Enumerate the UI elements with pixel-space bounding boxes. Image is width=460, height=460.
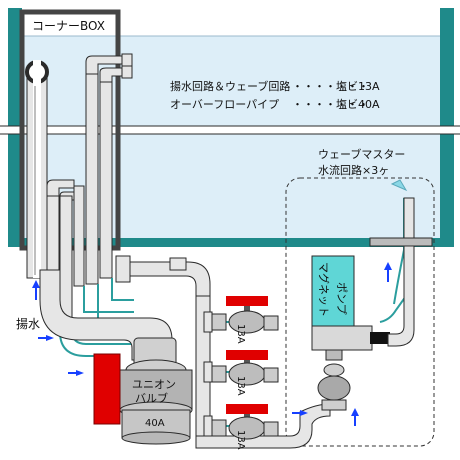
union-valve-label-2: バルブ: [135, 391, 168, 405]
water-circuit-label: 水流回路×3ヶ: [318, 163, 389, 177]
flow-arrows: [32, 262, 392, 426]
elbow-low-a: [46, 179, 75, 197]
spec-line1-right: 塩ビ13A: [336, 79, 380, 93]
valve-2-handle: [226, 350, 268, 360]
ball-valve-1: 13A: [211, 296, 279, 344]
wave-master-label: ウェーブマスター: [318, 147, 405, 161]
valve-1-size: 13A: [235, 324, 246, 344]
hose-pump-out: [379, 295, 407, 323]
spec-line2-right: 塩ビ40A: [336, 97, 380, 111]
valve-3-body: [228, 416, 266, 440]
valve-2-size: 13A: [235, 376, 246, 396]
flow-arrow-up-left-1: [32, 280, 40, 300]
cutaway-gap: [0, 126, 460, 134]
elbow-top-a: [85, 55, 131, 75]
flow-arrow-up-inlet: [351, 408, 359, 426]
pump-inlet: [325, 349, 343, 361]
flow-arrow-right-2: [68, 370, 84, 376]
ball-valve-2: 13A: [211, 350, 279, 396]
manifold-bottom-run: [195, 403, 331, 449]
tee-3: [203, 415, 213, 437]
elbow-cap-b: [121, 65, 133, 79]
elbow-low-b: [59, 191, 75, 201]
magnet-pump: マグネット ポンプ: [311, 255, 390, 361]
inlet-valve-body: [317, 375, 351, 401]
tank-bottom: [8, 238, 454, 247]
pump-label-right: ポンプ: [335, 282, 348, 315]
union-valve: ユニオン バルブ 40A: [93, 337, 193, 445]
valve-1-nut-right: [263, 315, 279, 331]
overflow-pipe-bore: [33, 60, 41, 278]
flow-arrow-up-riser: [384, 262, 392, 282]
pump-outlet-coupler: [370, 332, 390, 344]
pump-label-left: マグネット: [317, 262, 331, 317]
hose-e: [111, 278, 134, 301]
valve-2-nut-left: [211, 365, 227, 383]
lift-water-label: 揚水: [16, 317, 40, 331]
hose-d: [97, 284, 134, 321]
ball-valve-3: 13A: [211, 404, 279, 450]
flow-arrow-right-1: [38, 335, 54, 341]
valve-3-nut-right: [263, 421, 279, 437]
bulkhead-plate: [369, 237, 433, 247]
spec-line1-left: 揚水回路＆ウェーブ回路: [170, 79, 290, 93]
valve-3-nut-left: [211, 419, 227, 437]
inlet-valve-top: [323, 363, 345, 377]
elbow-cap-a: [121, 53, 133, 67]
return-pipe-c: [73, 185, 85, 287]
union-valve-label-1: ユニオン: [132, 378, 176, 391]
manifold-coupler: [115, 255, 131, 283]
return-riser: [387, 197, 415, 347]
tee-2: [203, 361, 213, 383]
valve-1-nut-left: [211, 313, 227, 331]
spec-line2-dots: ・・・・・・・: [292, 98, 369, 111]
inlet-valve-bottom: [321, 399, 347, 411]
union-valve-base-rim: [121, 431, 191, 445]
pipe-spec-labels: 揚水回路＆ウェーブ回路 ・・・・・・・ 塩ビ13A オーバーフローパイプ ・・・…: [170, 79, 380, 111]
tee-1: [203, 311, 213, 333]
return-pipe-e: [99, 81, 113, 279]
valve-2-nut-right: [263, 367, 279, 383]
spec-line2-left: オーバーフローパイプ: [170, 98, 279, 111]
pump-return-pipe: [369, 179, 433, 347]
valve-2-body: [228, 362, 266, 386]
return-nozzle: [390, 179, 408, 192]
valve-1-handle: [226, 296, 268, 306]
union-valve-handle: [93, 353, 121, 425]
hose-c: [83, 286, 134, 313]
flow-arrow-right-3: [292, 410, 308, 416]
pump-inlet-valve: [317, 363, 351, 411]
tank-water: [22, 36, 440, 246]
corner-box-label: コーナーBOX: [32, 19, 105, 33]
valve-3-handle: [226, 404, 268, 414]
pump-body: [311, 255, 355, 327]
return-pipe-d: [85, 73, 99, 285]
pump-base: [311, 325, 373, 351]
manifold-tee-1: [169, 257, 187, 271]
valve-1-body: [228, 310, 266, 334]
valve-1-stem: [244, 306, 250, 314]
wave-master-group: ウェーブマスター 水流回路×3ヶ: [285, 147, 435, 447]
wave-master-dashed-box: [285, 177, 435, 447]
spec-line1-dots: ・・・・・・・: [292, 80, 369, 93]
valve-3-size: 13A: [235, 430, 246, 450]
union-valve-size: 40A: [145, 418, 165, 429]
